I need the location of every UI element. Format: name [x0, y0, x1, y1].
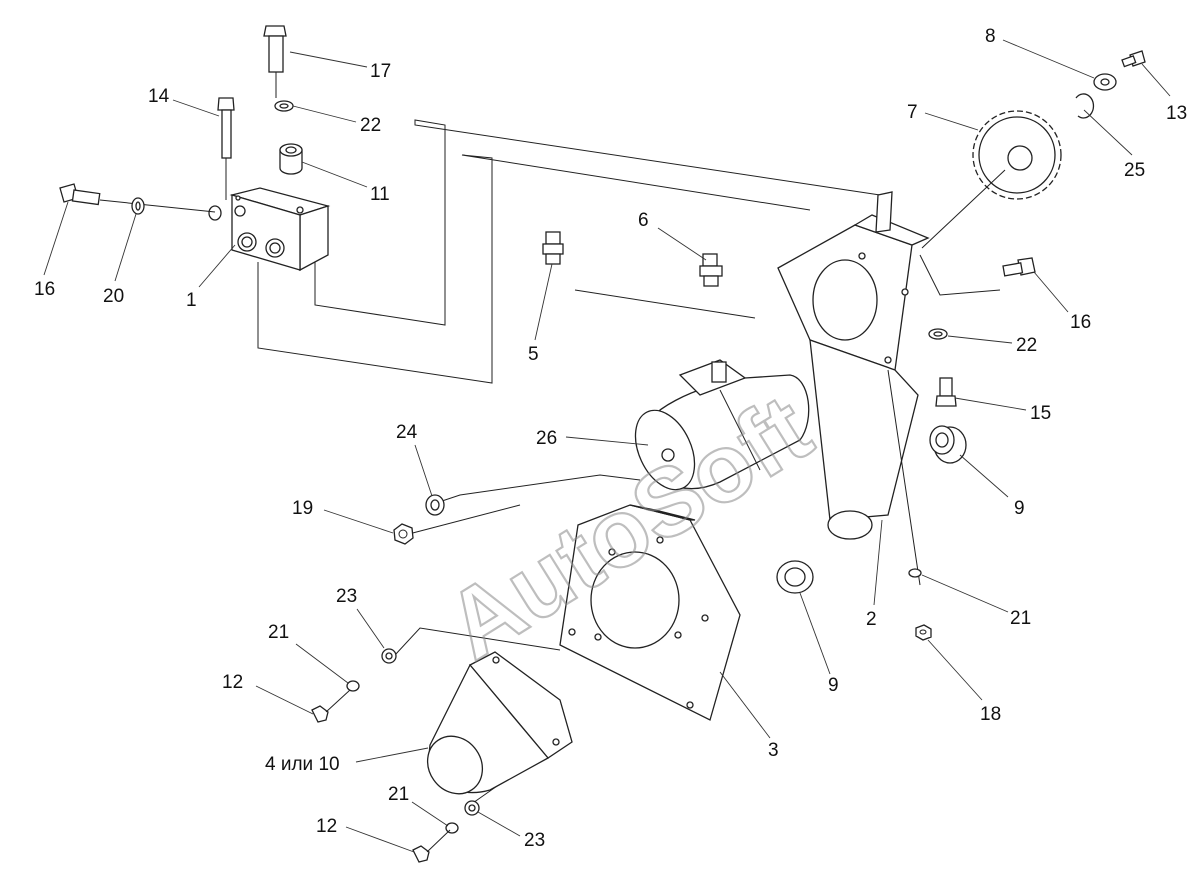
callout-26: 26	[536, 428, 557, 449]
callout-3: 3	[768, 740, 779, 761]
callout-21-lower: 21	[388, 784, 409, 805]
callout-22-top: 22	[360, 115, 381, 136]
washer-24	[425, 494, 445, 516]
callout-12-upper: 12	[222, 672, 243, 693]
nut-19	[393, 523, 414, 545]
callout-15: 15	[1030, 403, 1051, 424]
callout-14: 14	[148, 86, 170, 107]
callout-20: 20	[103, 286, 124, 307]
washer-22-top	[274, 100, 294, 112]
fitting-6	[699, 253, 723, 287]
washer-23-lower	[464, 800, 480, 816]
bolt-13	[1121, 50, 1146, 68]
callout-24: 24	[396, 422, 418, 443]
motor-26	[634, 359, 810, 491]
bolt-16-left	[59, 183, 216, 213]
callout-19: 19	[292, 498, 313, 519]
callout-8: 8	[985, 26, 996, 47]
callout-22-right: 22	[1016, 335, 1037, 356]
callout-21-right: 21	[1010, 608, 1031, 629]
callout-17: 17	[370, 61, 391, 82]
callout-25: 25	[1124, 160, 1145, 181]
bolt-17	[263, 25, 287, 98]
funnel-cup-4-10	[426, 651, 573, 795]
callout-2: 2	[866, 609, 877, 630]
washer-23-upper	[381, 648, 397, 664]
bracket-2	[777, 191, 930, 586]
fitting-5	[542, 231, 564, 265]
bolt-14	[217, 97, 235, 200]
callout-12-lower: 12	[316, 816, 337, 837]
washer-21-right	[908, 568, 922, 578]
cover-plate-3	[559, 504, 741, 721]
callout-13: 13	[1166, 103, 1187, 124]
callout-18: 18	[980, 704, 1001, 725]
callout-16-left: 16	[34, 279, 55, 300]
washer-8	[1093, 73, 1117, 91]
callout-23-upper: 23	[336, 586, 357, 607]
bolt-12-lower	[412, 829, 451, 863]
leader-lines	[43, 39, 1171, 853]
retaining-ring-25	[1075, 93, 1095, 119]
callout-21-middle: 21	[268, 622, 289, 643]
callout-9-upper: 9	[1014, 498, 1025, 519]
bushing-9-lower	[776, 560, 814, 594]
callout-4-or-10: 4 или 10	[265, 754, 340, 775]
callout-16-right: 16	[1070, 312, 1091, 333]
washer-20	[131, 197, 145, 215]
callout-1: 1	[186, 290, 197, 311]
gear-7	[921, 110, 1062, 249]
callout-7: 7	[907, 102, 918, 123]
callout-23-lower: 23	[524, 830, 545, 851]
assembly-guide-lines	[257, 119, 1001, 806]
washer-21-middle	[346, 680, 360, 692]
nut-18	[915, 624, 932, 641]
callout-9-lower: 9	[828, 675, 839, 696]
washer-22-right	[928, 328, 948, 340]
bolt-16-right	[1002, 257, 1036, 277]
callout-5: 5	[528, 344, 539, 365]
bushing-9-upper	[929, 425, 967, 464]
spacer-11	[279, 143, 303, 175]
bolt-12-upper	[311, 689, 351, 723]
callout-labels: 17 22 11 14 1 16 20 5 6 7 8 13 25 16 22 …	[34, 26, 1187, 851]
callout-6: 6	[638, 210, 649, 231]
callout-11: 11	[370, 184, 390, 205]
valve-block-1	[208, 187, 331, 272]
bolt-15	[935, 377, 957, 407]
